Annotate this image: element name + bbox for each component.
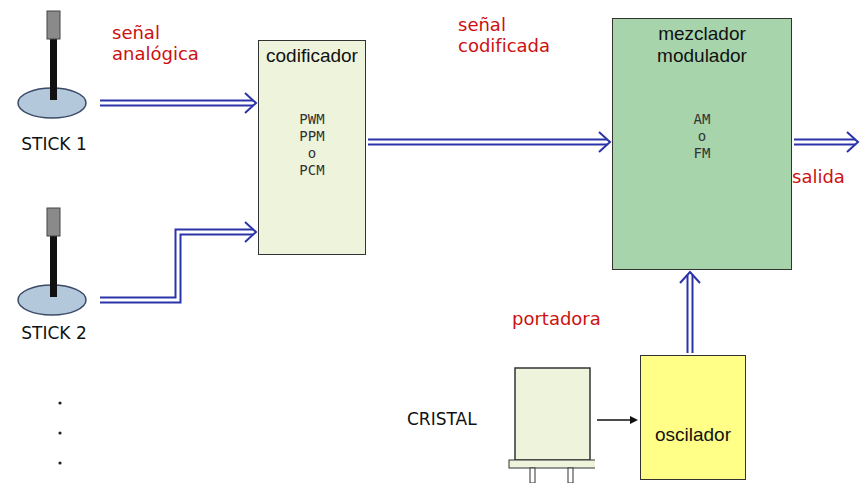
joystick-drawing [8,8,100,128]
arrow-core [689,275,692,353]
signal-label: señal analógica [112,22,199,64]
arrow-outline [687,275,694,353]
stick-label: STICK 1 [8,134,100,154]
signal-arrow [100,222,256,300]
crystal-case [515,368,590,460]
stick-knob [47,11,60,39]
block-box: codificadorPWM PPM o PCM [258,40,366,255]
crystal-label: CRISTAL [407,409,477,429]
crystal: CRISTAL [405,365,595,483]
arrow-outline [794,139,855,146]
arrow-line [597,419,631,421]
crystal-pin [530,468,535,483]
joystick: STICK 2 [8,205,100,355]
signal-label: señal codificada [458,14,550,56]
ellipsis-dots [58,401,61,464]
box-title: codificador [266,45,358,67]
box-title: oscilador [655,424,731,446]
arrow-head [680,272,700,283]
stick-shaft [50,235,57,297]
arrow-head [245,222,256,242]
crystal-pin [568,468,573,483]
crystal-link [597,416,638,424]
stick-label: STICK 2 [8,323,100,343]
arrow-core [100,232,253,300]
arrow-outline [100,232,253,300]
mode-list: PWM PPM o PCM [299,111,324,179]
arrow-head [847,132,858,152]
arrow-core [794,141,855,144]
arrow-head [599,132,610,152]
stick-knob [47,208,60,236]
box-title: mezclador modulador [613,23,791,67]
signal-label: portadora [512,308,601,329]
mode-list: AM o FM [694,111,711,162]
signal-arrow [680,272,700,353]
output-label: salida [792,166,845,187]
arrow-head [630,416,638,424]
arrow-outline [368,139,607,146]
joystick: STICK 1 [8,8,100,168]
block-box: oscilador [640,355,746,480]
arrow-core [100,102,253,105]
arrow-core [368,141,607,144]
joystick-drawing [8,205,100,325]
signal-arrow [368,132,610,152]
arrow-outline [100,100,253,107]
output-arrow [794,132,858,152]
block-box: mezclador modulador AM o FM [612,18,792,270]
crystal-base [509,460,595,468]
arrow-head [245,93,256,113]
signal-arrow [100,93,256,113]
stick-shaft [50,38,57,100]
